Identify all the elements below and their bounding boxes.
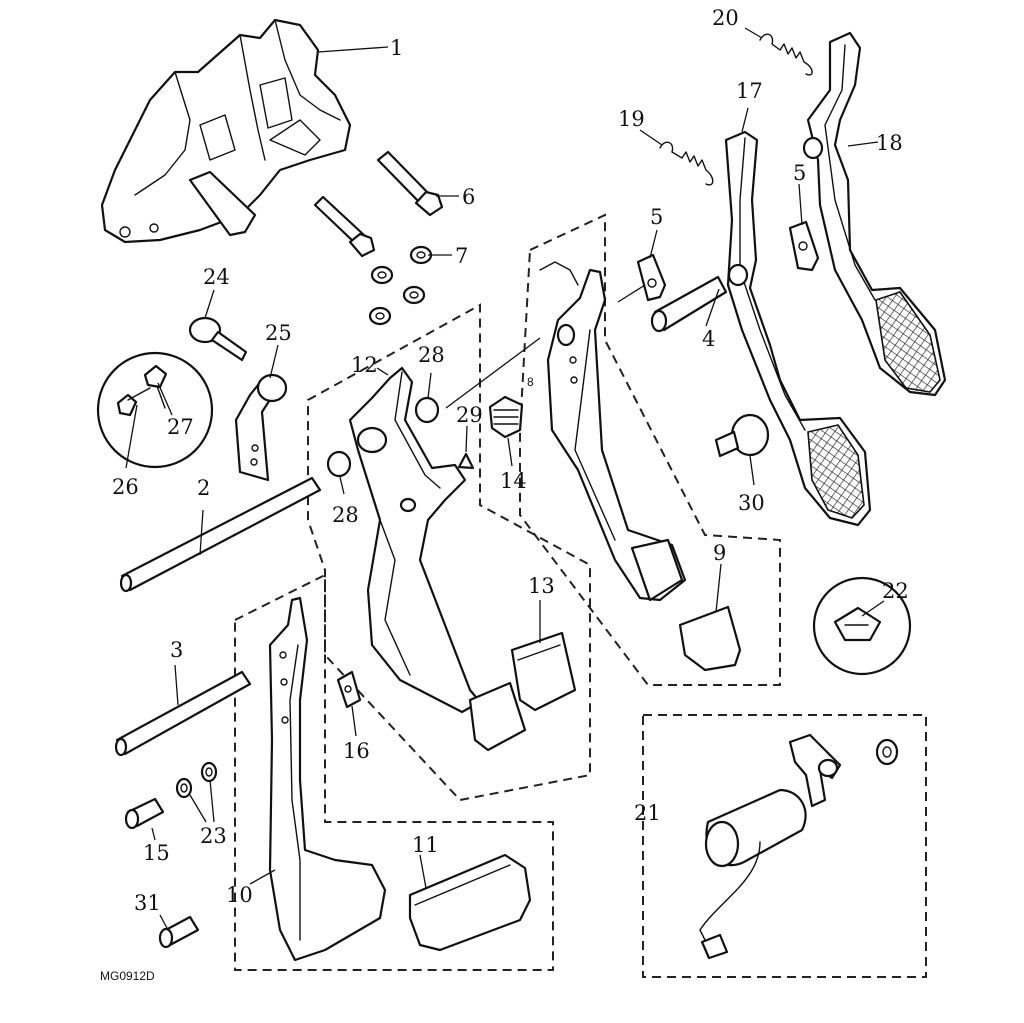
callout-29: 29 bbox=[456, 403, 483, 427]
adjuster-screw-24 bbox=[188, 316, 248, 362]
stop-bracket-25 bbox=[234, 373, 288, 482]
callout-1: 1 bbox=[390, 36, 403, 60]
bolt-6-upper bbox=[376, 150, 444, 217]
clip-16 bbox=[336, 670, 362, 709]
clutch-pedal-12 bbox=[348, 366, 527, 752]
fastener-inset-26-27 bbox=[96, 351, 214, 469]
callout-22: 22 bbox=[882, 579, 909, 603]
callout-25: 25 bbox=[265, 321, 292, 345]
callout-24: 24 bbox=[203, 265, 230, 289]
pivot-pin-4 bbox=[650, 275, 728, 333]
pivot-shaft-3 bbox=[114, 670, 252, 757]
callout-30: 30 bbox=[738, 491, 765, 515]
washers-23 bbox=[175, 761, 218, 799]
callout-9: 9 bbox=[713, 541, 726, 565]
return-spring-19 bbox=[659, 141, 714, 186]
bush-15 bbox=[124, 797, 165, 830]
group-boundary-clutch bbox=[307, 303, 591, 802]
callout-4: 4 bbox=[702, 327, 715, 351]
clip-inset-22 bbox=[812, 576, 912, 676]
callout-28b: 28 bbox=[332, 503, 359, 527]
clip-5-brake bbox=[636, 253, 667, 302]
group-boundary-brake bbox=[519, 213, 781, 686]
brake-pedal-pad-9 bbox=[678, 605, 742, 672]
callout-27: 27 bbox=[167, 415, 194, 439]
callout-31: 31 bbox=[134, 891, 161, 915]
pedal-box-bracket bbox=[100, 18, 352, 244]
callout-10: 10 bbox=[226, 883, 253, 907]
callout-7: 7 bbox=[455, 244, 468, 268]
group-boundary-sensor bbox=[642, 714, 927, 978]
callout-6: 6 bbox=[462, 185, 475, 209]
group-boundary-accelerator bbox=[234, 573, 554, 971]
brake-pedal-8 bbox=[539, 261, 687, 602]
callout-12: 12 bbox=[351, 353, 378, 377]
callout-8: 8 bbox=[527, 375, 534, 389]
nuts-7 bbox=[368, 245, 433, 326]
clutch-pedal-pad-13 bbox=[510, 631, 577, 712]
spring-clip-14 bbox=[488, 395, 524, 439]
callout-5b: 5 bbox=[793, 161, 806, 185]
return-spring-20 bbox=[759, 33, 813, 76]
callout-14: 14 bbox=[500, 469, 527, 493]
pin-29 bbox=[457, 452, 475, 470]
callout-labels: 1 2 3 4 5 5 6 7 8 9 10 11 12 13 14 15 16… bbox=[112, 6, 909, 915]
pedal-stop-30 bbox=[714, 413, 770, 458]
pedal-pad-11 bbox=[408, 853, 532, 952]
pedal-lever-10 bbox=[268, 596, 387, 962]
position-sensor-21 bbox=[699, 733, 899, 960]
callout-2: 2 bbox=[197, 476, 210, 500]
callout-28a: 28 bbox=[418, 343, 445, 367]
callout-19: 19 bbox=[618, 107, 645, 131]
callout-16: 16 bbox=[343, 739, 370, 763]
accelerator-pedal-18 bbox=[802, 31, 947, 397]
callout-20: 20 bbox=[712, 6, 739, 30]
callout-13: 13 bbox=[528, 574, 555, 598]
callout-26: 26 bbox=[112, 475, 139, 499]
callout-21: 21 bbox=[634, 801, 661, 825]
pivot-shaft-2 bbox=[119, 476, 322, 593]
bush-28-upper bbox=[414, 396, 440, 424]
brake-pedal-17 bbox=[724, 130, 872, 527]
bolt-6-lower bbox=[313, 195, 376, 258]
callout-17: 17 bbox=[736, 79, 763, 103]
callout-11: 11 bbox=[412, 833, 439, 857]
callout-3: 3 bbox=[170, 638, 183, 662]
callout-23: 23 bbox=[200, 824, 227, 848]
callout-15: 15 bbox=[143, 841, 170, 865]
callout-5a: 5 bbox=[650, 205, 663, 229]
callout-18: 18 bbox=[876, 131, 903, 155]
bush-31 bbox=[158, 915, 200, 949]
leader-lines bbox=[125, 27, 885, 931]
bush-28-lower bbox=[326, 450, 352, 478]
drawing-code: MG0912D bbox=[100, 969, 155, 983]
clip-5-upper bbox=[788, 220, 820, 272]
